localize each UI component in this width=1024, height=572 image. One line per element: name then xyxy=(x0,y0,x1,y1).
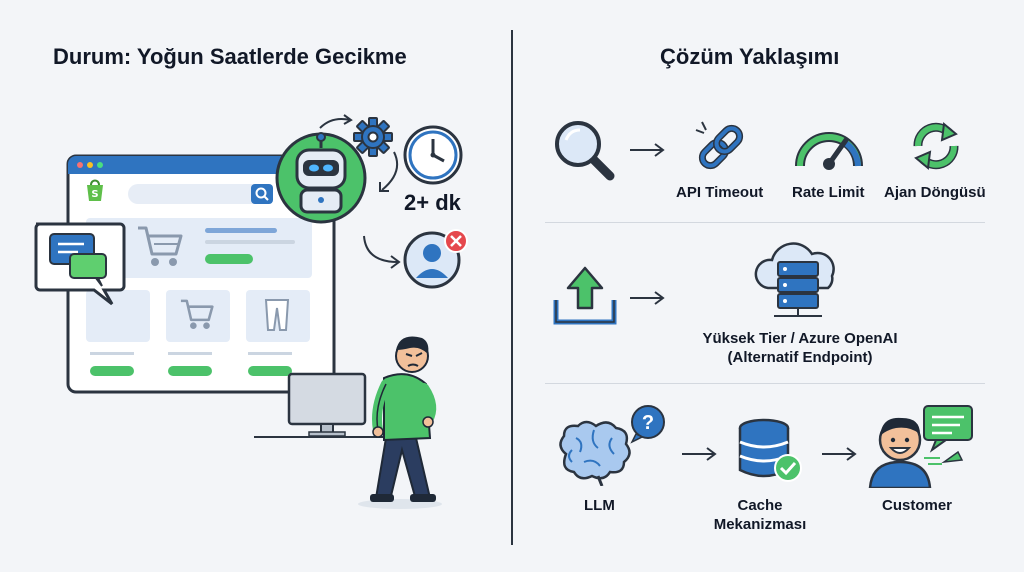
hero-line xyxy=(205,240,295,244)
product-buy-button xyxy=(90,366,134,376)
product-line xyxy=(168,352,212,355)
svg-text:?: ? xyxy=(642,412,654,434)
cache-label-line1: Cache xyxy=(737,497,783,514)
product-card xyxy=(86,290,150,342)
brain-icon xyxy=(554,420,634,486)
api-timeout-label: API Timeout xyxy=(676,184,764,201)
product-line xyxy=(90,352,134,355)
cart-icon xyxy=(178,296,216,332)
arrow-right-icon xyxy=(628,290,666,306)
chat-bubbles-icon xyxy=(32,220,126,306)
reply-chat-icon xyxy=(922,404,976,472)
product-line xyxy=(248,352,292,355)
right-title: Çözüm Yaklaşımı xyxy=(660,44,840,69)
product-buy-button xyxy=(248,366,292,376)
cache-label-line2: Mekanizması xyxy=(713,516,807,533)
row-divider xyxy=(545,383,985,384)
tier-label-line2: (Alternatif Endpoint) xyxy=(727,349,873,366)
llm-label: LLM xyxy=(584,497,615,514)
desk-line xyxy=(254,436,404,438)
curved-arrow-icon xyxy=(360,234,404,270)
curved-arrow-icon xyxy=(374,150,404,194)
monitor-icon xyxy=(287,372,367,438)
gear-icon xyxy=(352,116,394,158)
happy-customer-icon xyxy=(866,412,936,488)
product-card xyxy=(166,290,230,342)
row-divider xyxy=(545,222,985,223)
upload-icon xyxy=(552,264,618,328)
question-bubble-icon: ? xyxy=(628,404,668,444)
clock-icon xyxy=(402,124,464,186)
customer-label: Customer xyxy=(882,497,953,514)
magnifier-icon xyxy=(552,118,618,184)
left-title: Durum: Yoğun Saatlerde Gecikme xyxy=(53,44,407,69)
product-image-icon xyxy=(260,296,294,334)
delay-label: 2+ dk xyxy=(404,190,461,215)
svg-text:S: S xyxy=(91,189,98,200)
hero-line xyxy=(205,228,277,233)
arrow-right-icon xyxy=(628,142,666,158)
database-check-icon xyxy=(734,418,806,486)
product-buy-button xyxy=(168,366,212,376)
hero-buy-button[interactable] xyxy=(205,254,253,264)
arrow-right-icon xyxy=(680,446,718,462)
tier-label-line1: Yüksek Tier / Azure OpenAI xyxy=(702,330,898,347)
search-input[interactable] xyxy=(128,184,273,204)
rate-limit-label: Rate Limit xyxy=(792,184,865,201)
frustrated-person-icon xyxy=(350,328,460,512)
chain-link-icon xyxy=(692,118,750,176)
arrow-right-icon xyxy=(820,446,858,462)
search-button[interactable] xyxy=(251,184,273,204)
shopify-bag-icon: S xyxy=(84,178,106,202)
cart-icon xyxy=(134,222,186,270)
search-icon xyxy=(255,187,269,201)
cloud-server-icon xyxy=(750,240,846,318)
vertical-divider xyxy=(511,30,513,545)
speedometer-icon xyxy=(794,116,864,172)
robot-icon xyxy=(275,128,367,228)
curved-arrow-icon xyxy=(318,112,354,132)
refresh-icon xyxy=(906,116,966,176)
user-error-icon xyxy=(402,228,474,290)
agent-loop-label: Ajan Döngüsü xyxy=(884,184,986,201)
